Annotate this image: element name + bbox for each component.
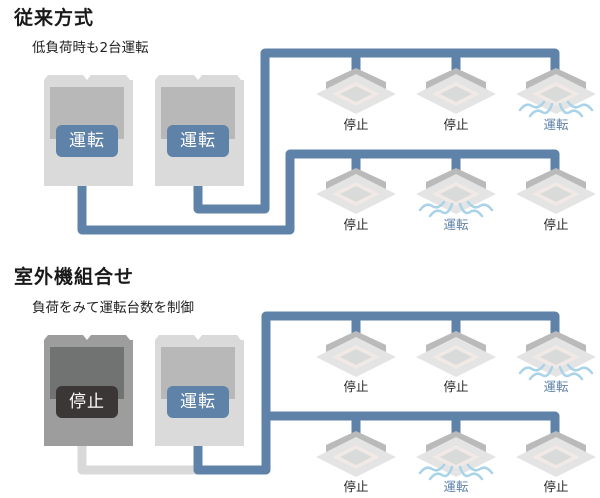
indoor-unit-icon bbox=[316, 331, 396, 377]
indoor-status-label: 運転 bbox=[443, 217, 469, 232]
indoor-unit-icon bbox=[516, 331, 596, 377]
pipe-unit2-row1 bbox=[193, 48, 560, 214]
section-1-title: 従来方式 bbox=[14, 7, 95, 29]
indoor-unit-icon bbox=[316, 168, 396, 214]
indoor-unit-icon bbox=[316, 68, 396, 114]
indoor-unit-icon bbox=[316, 431, 396, 477]
indoor-unit-icon bbox=[516, 431, 596, 477]
section-2-title: 室外機組合せ bbox=[14, 266, 135, 288]
indoor-unit-icon bbox=[416, 331, 496, 377]
outdoor-status-badge: 運転 bbox=[56, 125, 118, 157]
section-2-subtitle: 負荷をみて運転台数を制御 bbox=[32, 300, 194, 316]
indoor-status-label: 停止 bbox=[343, 217, 369, 232]
indoor-unit-icon bbox=[516, 68, 596, 114]
indoor-unit-icon bbox=[516, 168, 596, 214]
indoor-unit-icon bbox=[416, 168, 496, 214]
indoor-status-label: 停止 bbox=[443, 117, 469, 132]
indoor-unit-icon bbox=[416, 431, 496, 477]
indoor-status-label: 停止 bbox=[343, 379, 369, 394]
indoor-status-label: 運転 bbox=[543, 117, 569, 132]
outdoor-status-badge: 運転 bbox=[167, 125, 229, 157]
outdoor-status-badge: 運転 bbox=[167, 386, 229, 418]
pipe-active-row1 bbox=[193, 311, 560, 475]
indoor-status-label: 停止 bbox=[343, 479, 369, 494]
section-1-subtitle: 低負荷時も2台運転 bbox=[32, 40, 149, 56]
outdoor-status-badge: 停止 bbox=[56, 386, 118, 418]
pipe-active-row2 bbox=[266, 411, 560, 435]
indoor-status-label: 停止 bbox=[343, 117, 369, 132]
indoor-status-label: 運転 bbox=[443, 479, 469, 494]
indoor-status-label: 停止 bbox=[443, 379, 469, 394]
indoor-status-label: 停止 bbox=[543, 479, 569, 494]
indoor-unit-icon bbox=[416, 68, 496, 114]
indoor-status-label: 運転 bbox=[543, 379, 569, 394]
pipe-unit1-row2 bbox=[77, 149, 560, 235]
indoor-status-label: 停止 bbox=[543, 217, 569, 232]
pipe-inactive bbox=[77, 446, 198, 475]
